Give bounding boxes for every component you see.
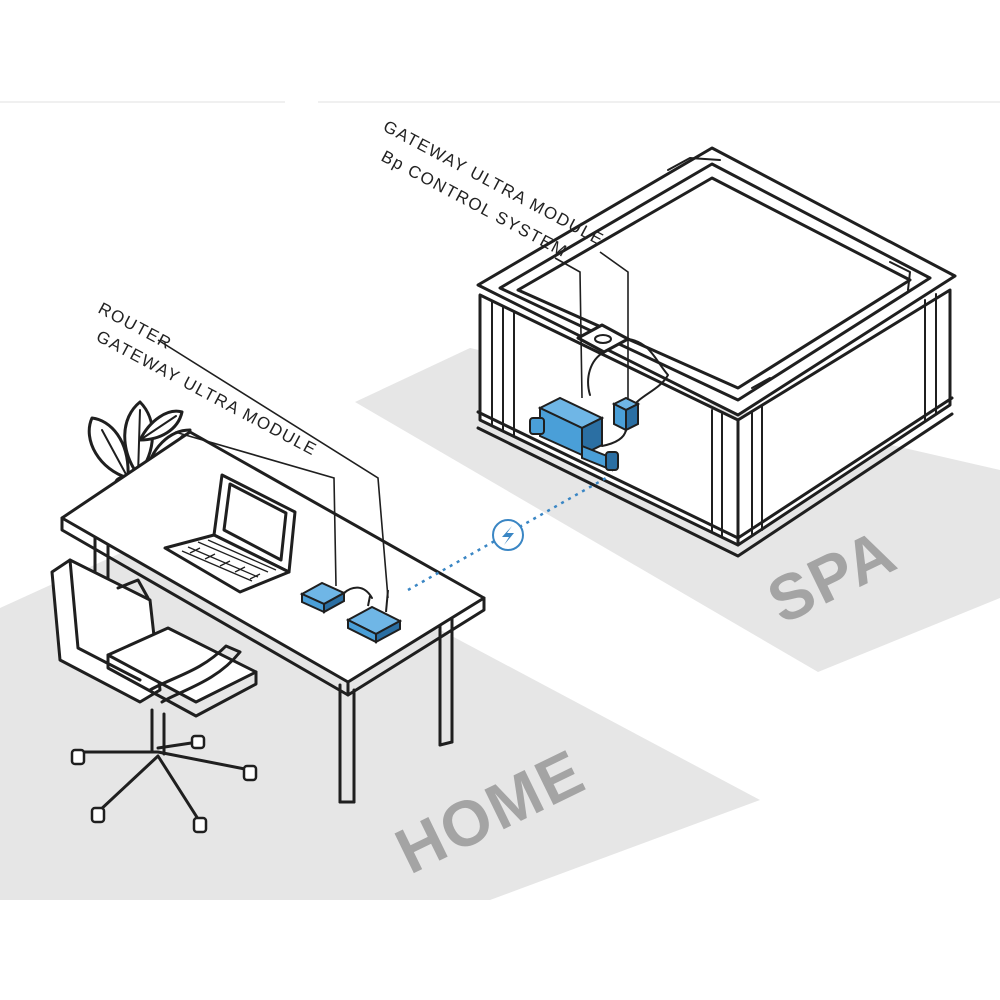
bp-control-leader-line [554,257,583,399]
router-leader-line [157,339,389,599]
spa-right-side [736,288,952,547]
spa-bottom-rail [476,396,954,558]
desk-legs [93,533,454,804]
chair-base [78,740,252,824]
spa-top-rim [476,146,957,417]
laptop-keyboard [181,539,277,582]
home-gateway-leader-line [174,431,337,587]
laptop [163,473,297,594]
spa-rim-corners [667,157,911,389]
spa-ribs [491,293,937,538]
spa-gateway-label-group: GATEWAY ULTRA MODULE [380,117,607,250]
home-floor-zone [0,510,760,900]
spa-gateway-ultra-module-device [601,396,641,447]
spa-tub [476,146,957,558]
gateway-router-cable [343,586,373,599]
router-device [345,589,403,644]
lightning-bolt-icon [492,519,524,551]
home-gateway-ultra-module-device [299,581,347,614]
chair-casters [70,734,258,834]
office-chair [50,558,258,834]
spa-panel-wire [587,338,669,409]
bp-control-system-device [529,396,619,472]
spa-gateway-label: GATEWAY ULTRA MODULE [380,117,607,250]
chair-armrests [116,578,242,704]
spa-gateway-leader-line [599,251,629,400]
